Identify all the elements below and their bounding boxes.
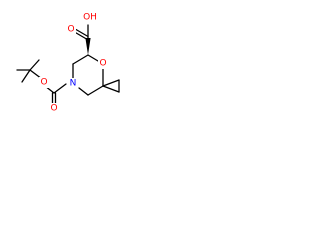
- carboxyl-o-label: O: [67, 25, 74, 35]
- bond-spiro-c-to-cp-bottom: [102, 85, 120, 93]
- carboxyl-oh-label: OH: [83, 13, 97, 23]
- boc-ester-o-label: O: [40, 78, 47, 88]
- bond-ch2-upper-to-chiral-c: [72, 54, 89, 65]
- oh-label-bg: [80, 12, 98, 23]
- ring-n-label: N: [70, 79, 77, 89]
- bond-acid-c-o-double-a: [73, 31, 88, 40]
- atom-labels: OH O O N O O: [39, 12, 108, 114]
- ring-n-label-bg: [68, 78, 78, 89]
- stereo-wedge-bond: [85, 38, 91, 55]
- bond-acid-c-o-double-b: [75, 28, 89, 38]
- bond-spiro-c-to-ch2-lower: [87, 85, 104, 96]
- bond-chiral-c-to-ring-o: [87, 54, 99, 62]
- boc-ester-o-label-bg: [39, 77, 49, 88]
- ring-o-label: O: [99, 59, 106, 69]
- bond-tbu-methyl-bottom: [21, 69, 31, 83]
- molecule-structure: OH O O N O O: [16, 12, 120, 114]
- bond-tbu-methyl-top: [29, 59, 40, 71]
- bonds: [16, 24, 120, 105]
- boc-carbonyl-o-label-bg: [49, 103, 59, 114]
- carboxyl-o-label-bg: [66, 24, 76, 35]
- bond-ch2-lower-to-n: [78, 87, 89, 96]
- boc-carbonyl-o-label: O: [50, 104, 57, 114]
- ring-o-label-bg: [98, 58, 108, 69]
- bond-spiro-c-to-cp-top: [102, 79, 120, 87]
- bond-carbonyl-c-to-n: [53, 83, 67, 94]
